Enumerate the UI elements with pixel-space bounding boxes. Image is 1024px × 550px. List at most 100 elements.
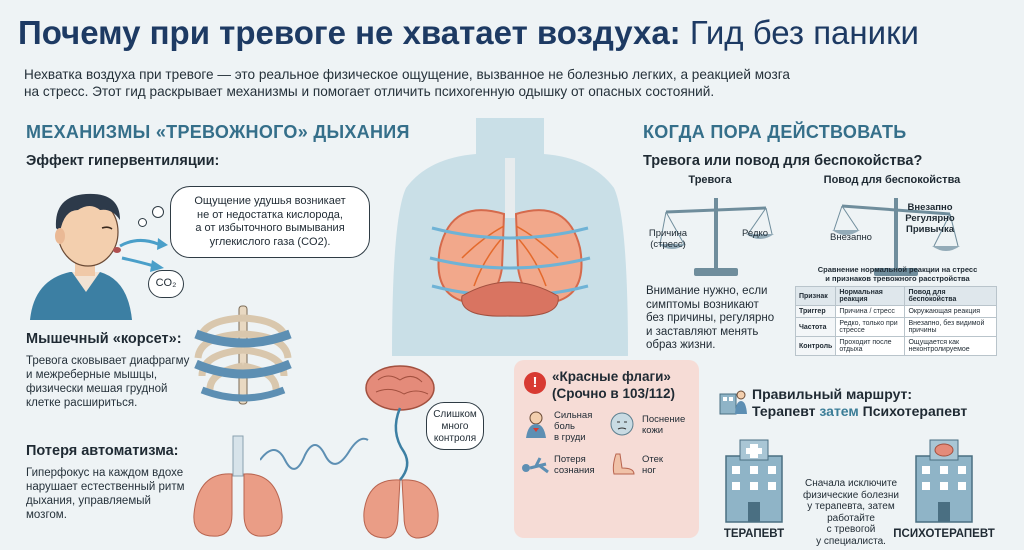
table-cell: Триггер [794,305,837,318]
pan-line: (стресс) [650,239,686,250]
pan-line: Привычка [906,224,954,235]
scale-label-concern: Повод для беспокойства [823,174,961,186]
bubble-line: Слишком [433,409,477,420]
flag-swelling: Отек ног [642,454,692,476]
header-cell: Признак [794,286,837,306]
table-cell: Ощущается как неконтролируемое [904,336,997,356]
table-row: Контроль Проходит после отдыха Ощущается… [794,336,997,356]
action-heading: КОГДА ПОРА ДЕЙСТВОВАТЬ [643,122,907,142]
swollen-feet-icon [612,453,635,475]
caption-line: Сравнение нормальной реакции на стресс [817,265,978,274]
hyperventilation-heading: Эффект гипервентиляции: [26,153,220,169]
automatism-text: Гиперфокус на каждом вдохе нарушает есте… [26,466,196,522]
text-line: Гиперфокус на каждом вдохе [26,467,184,479]
intro-line-2: на стресс. Этот гид раскрывает механизмы… [24,84,715,99]
text-line: у специалиста. [816,535,886,547]
pan-line: Причина [648,228,688,239]
route-psychotherapist: Психотерапевт [862,403,968,419]
intro-line-1: Нехватка воздуха при тревоге — это реаль… [24,67,790,82]
title-bold: Почему при тревоге не хватает воздуха: [18,14,681,51]
bubble-line: много [441,421,469,432]
table-header-row: Признак Нормальная реакция Повод для бес… [794,286,997,306]
pan-line: Внезапно [830,232,872,243]
route-heading: Правильный маршрут: Терапевт затем Психо… [752,386,1012,420]
route-text: Сначала исключите физические болезни у т… [796,478,906,547]
lungs-icon [193,435,283,537]
table-row: Триггер Причина / стресс Окружающая реак… [794,305,997,318]
breath-arrows-icon [119,238,168,272]
doctor-route-icon [719,390,747,415]
advice-text: Внимание нужно, если симптомы возникают … [646,285,786,353]
caption-line: и признаков тревожного расстройства [825,274,970,283]
red-flags-panel [514,360,699,538]
scale-anxiety-icon [658,198,774,276]
text-line: физические болезни [803,489,899,501]
thought-dot [152,206,164,218]
title-line: (Срочно в 103/112) [552,386,675,401]
bubble-line: а от избыточного вымывания [195,222,345,234]
question-heading: Тревога или повод для беспокойства? [643,153,923,169]
bubble-line: контроля [433,433,477,444]
route-then: затем [819,403,859,419]
intro-text: Нехватка воздуха при тревоге — это реаль… [24,66,924,100]
table-caption: Сравнение нормальной реакции на стресс и… [800,265,995,283]
automatism-heading: Потеря автоматизма: [26,443,179,459]
co2-cloud: CO₂ [148,270,184,298]
flag-line: Поснение [642,414,686,425]
page-title: Почему при тревоге не хватает воздуха: Г… [18,14,1008,52]
text-line: Внимание нужно, если [646,285,768,297]
text-line: нарушает естественный ритм [26,481,185,493]
flag-line: Отек [642,454,664,465]
flag-pale-skin: Поснение кожи [642,414,697,436]
text-line: клетке расшириться. [26,397,138,409]
control-thought-bubble: Слишком много контроля [426,402,484,450]
corset-heading: Мышечный «корсет»: [26,331,182,347]
text-line: Сначала исключите [804,478,898,489]
scale2-left-label: Внезапно [826,232,876,243]
co2-thought-bubble: Ощущение удушья возникает не от недостат… [170,186,370,258]
flag-fainting: Потеря сознания [554,454,604,476]
red-flags-title: «Красные флаги» (Срочно в 103/112) [552,368,692,402]
flag-chest-pain: Сильная боль в груди [554,410,604,443]
scale1-right-label: Редко [735,228,775,239]
psychotherapist-building-icon [915,439,973,523]
psychotherapist-label: ПСИХОТЕРАПЕВТ [893,528,995,540]
flag-line: Потеря [554,454,586,465]
bubble-line: углекислого газа (CO2). [209,235,331,248]
title-light: Гид без паники [689,14,919,51]
route-therapist: Терапевт [752,403,816,419]
flag-line: в груди [554,432,586,443]
warning-icon: ! [524,372,546,394]
flag-line: сознания [554,465,595,476]
torso-lungs-illustration [392,118,628,356]
title-line: «Красные флаги» [552,369,671,384]
mechanisms-heading: МЕХАНИЗМЫ «ТРЕВОЖНОГО» ДЫХАНИЯ [26,122,410,142]
person-breathing-illustration [30,193,132,320]
table-cell: Причина / стресс [835,305,906,318]
chest-pain-icon [526,411,546,438]
text-line: Тревога сковывает диафрагму [26,355,190,367]
text-line: мозгом. [26,509,67,521]
table-row: Частота Редко, только при стрессе Внезап… [794,317,997,337]
table-cell: Контроль [794,336,837,356]
brain-lungs-illustration [363,365,439,539]
text-line: симптомы возникают [646,298,759,311]
table-cell: Редко, только при стрессе [835,317,906,337]
bubble-line: Ощущение удушья возникает [194,195,346,207]
flag-line: кожи [642,425,664,436]
thought-dot [138,218,147,227]
text-line: работайте [827,512,875,524]
scale1-left-label: Причина (стресс) [640,228,696,250]
scale-concern-icon [832,198,960,276]
bubble-line: не от недостатка кислорода, [197,208,343,221]
route-line: Правильный маршрут: [752,386,913,402]
route-line: Терапевт затем Психотерапевт [752,403,1012,420]
therapist-label: ТЕРАПЕВТ [723,528,785,540]
flag-line: Сильная [554,410,593,421]
table-cell: Внезапно, без видимой причины [904,317,997,337]
table-cell: Проходит после отдыха [835,336,906,356]
therapist-building-icon [725,439,783,523]
pan-line: Регулярно [905,213,955,224]
pan-line: Редко [741,228,769,239]
header-cell: Нормальная реакция [835,286,906,306]
